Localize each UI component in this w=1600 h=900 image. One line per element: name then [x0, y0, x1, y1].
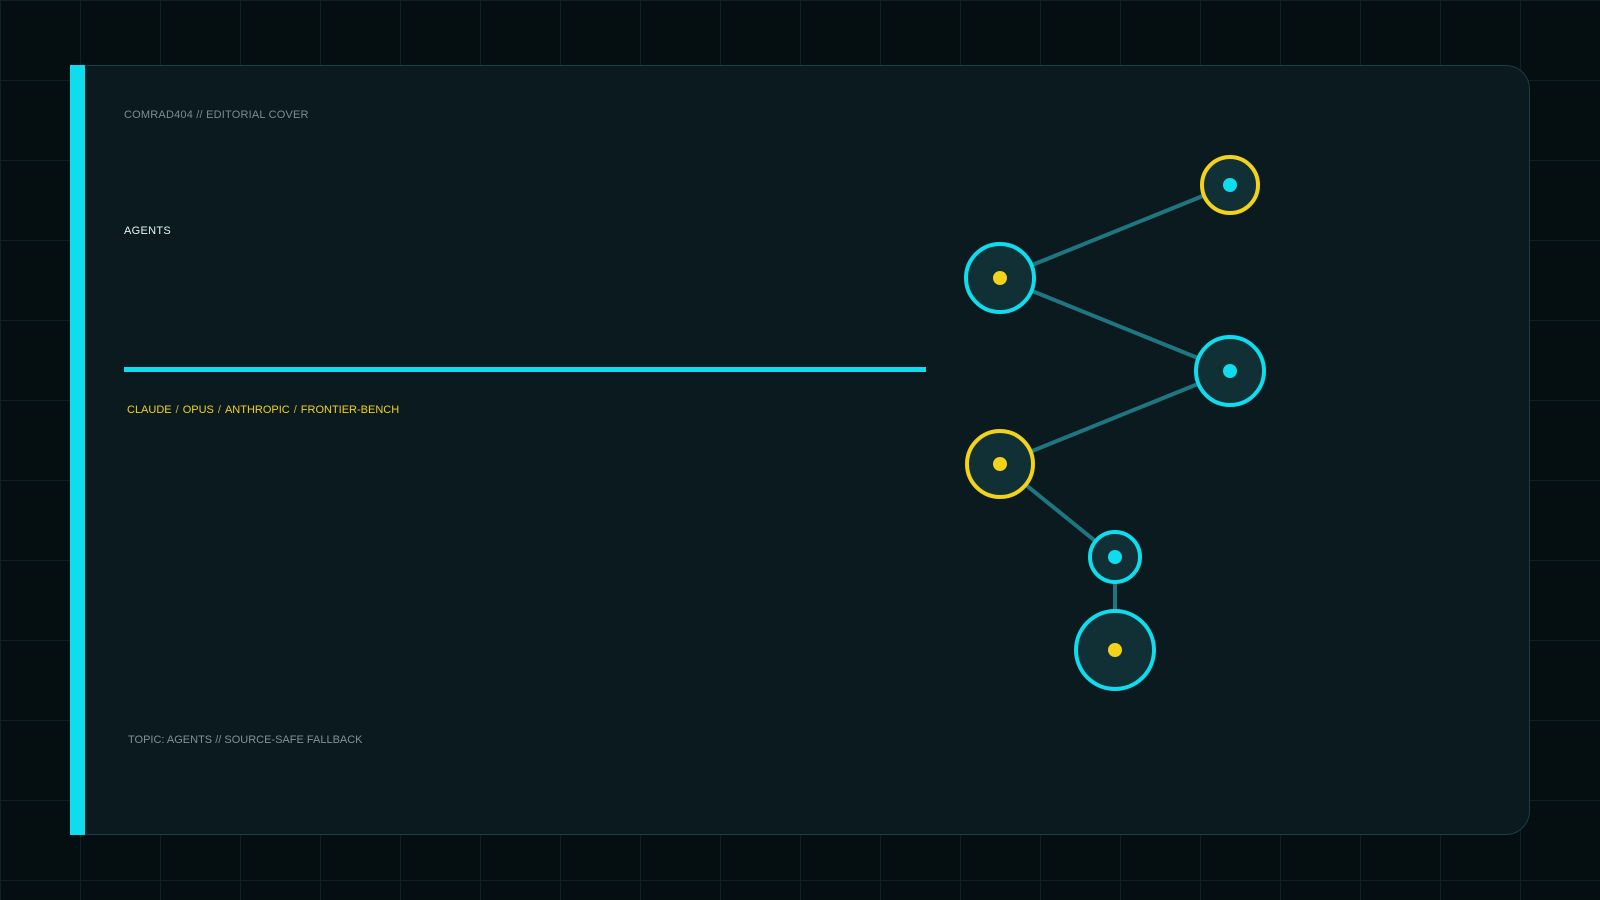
graph-node-dot — [1108, 550, 1122, 564]
tag-anthropic: ANTHROPIC — [224, 404, 290, 416]
graph-node-dot — [1108, 643, 1122, 657]
tag-opus: OPUS — [182, 404, 214, 416]
graph-nodes — [964, 155, 1266, 691]
tag-separator: / — [217, 404, 221, 416]
graph-node-dot — [1223, 364, 1237, 378]
graph-edge — [999, 183, 1231, 280]
accent-bar — [70, 65, 85, 835]
tag-list: CLAUDE/OPUS/ANTHROPIC/FRONTIER-BENCH — [127, 404, 399, 416]
tag-frontier-bench: FRONTIER-BENCH — [300, 404, 400, 416]
tag-separator: / — [293, 404, 297, 416]
graph-node-dot — [1223, 178, 1237, 192]
cover-headline: AGENTS — [124, 225, 172, 237]
graph-node-dot — [993, 457, 1007, 471]
cover-kicker: COMRAD404 // EDITORIAL COVER — [124, 109, 309, 121]
headline-rule — [124, 367, 926, 372]
graph-node-dot — [993, 271, 1007, 285]
cover-card — [70, 65, 1530, 835]
cover-footer: TOPIC: AGENTS // SOURCE-SAFE FALLBACK — [128, 734, 363, 746]
graph-edge — [999, 276, 1231, 373]
graph-edge — [999, 369, 1231, 466]
tag-separator: / — [175, 404, 179, 416]
tag-claude: CLAUDE — [127, 404, 172, 416]
